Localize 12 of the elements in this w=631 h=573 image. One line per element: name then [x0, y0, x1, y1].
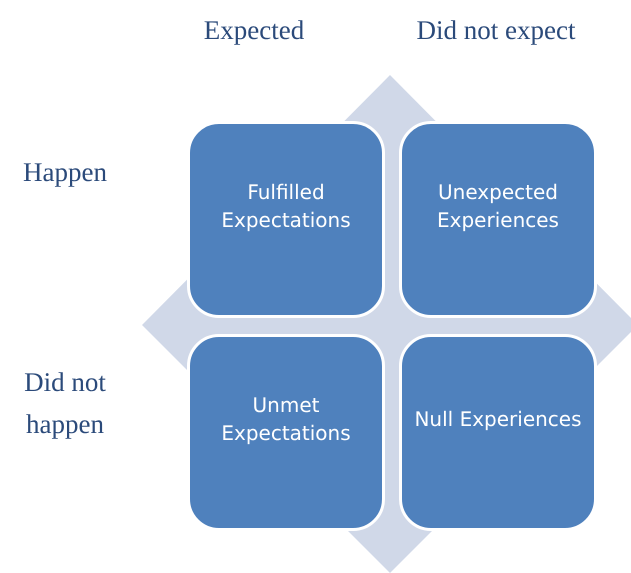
quadrant-label: Null Experiences — [414, 406, 582, 432]
quadrant-label: Unmet Expectations — [220, 392, 352, 446]
quadrant-box — [399, 334, 597, 531]
quadrant-box — [187, 121, 385, 318]
axis-label: Did not expect — [416, 14, 576, 47]
quadrant-label: Unexpected Experiences — [436, 178, 560, 234]
axis-label: Did not happen — [23, 366, 107, 441]
quadrant-box — [399, 121, 597, 318]
quadrant-box — [187, 334, 385, 531]
axis-label: Happen — [22, 156, 108, 189]
quadrant-label: Fulfilled Expectations — [220, 178, 352, 234]
axis-label: Expected — [202, 14, 306, 47]
